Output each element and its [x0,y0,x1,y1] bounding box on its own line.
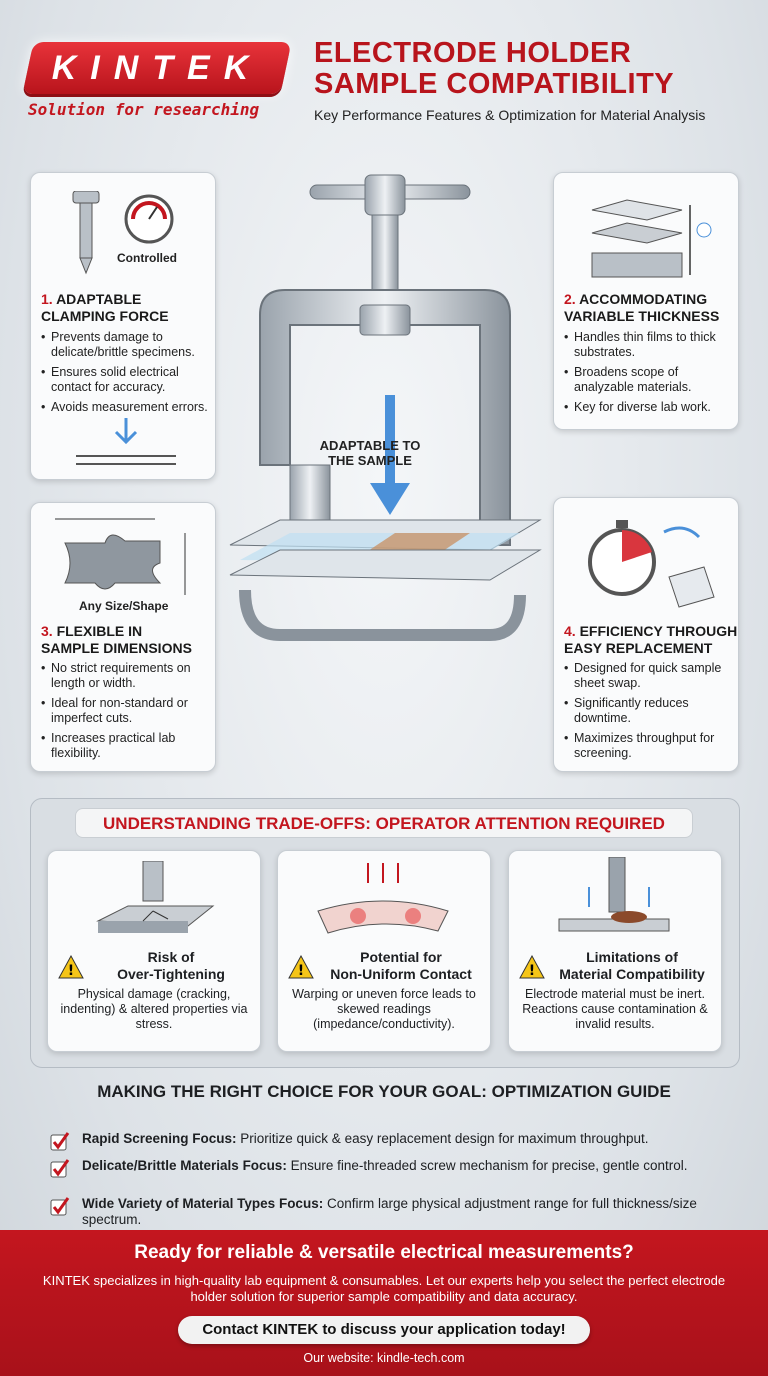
screw-icon [72,191,100,275]
website-line: Our website: kindle-tech.com [303,1351,465,1365]
layers-icon [591,199,712,278]
gauge-icon [124,194,174,244]
shape-dimension-icon [55,518,186,595]
checkbox-icon [50,1197,70,1216]
guide-item: Delicate/Brittle Materials Focus: Ensure… [50,1158,740,1178]
press-arrow-icon [76,418,176,465]
footer-body: KINTEK specializes in high-quality lab e… [42,1273,726,1304]
footer-banner [0,1230,768,1376]
icon-label: Controlled [117,251,177,265]
warped-sheet-icon [317,863,449,934]
feature-bullets: No strict requirements on length or widt… [41,656,213,761]
icon-label: Any Size/Shape [79,599,169,613]
guide-item: Wide Variety of Material Types Focus: Co… [50,1196,740,1228]
guide-title: MAKING THE RIGHT CHOICE FOR YOUR GOAL: O… [97,1082,671,1101]
tagline: Solution for researching [28,100,260,119]
tradeoffs-title: UNDERSTANDING TRADE-OFFS: OPERATOR ATTEN… [75,808,693,838]
cracked-surface-icon [96,861,215,933]
footer-headline: Ready for reliable & versatile electrica… [134,1242,634,1263]
warning-icon: ! [288,955,314,979]
svg-text:!: ! [298,963,304,979]
checkbox-icon [50,1132,70,1151]
electrode-holder-illustration [229,174,542,641]
kintek-logo: KINTEK [22,42,292,94]
feature-bullets: Designed for quick sample sheet swap.Sig… [564,656,736,761]
feature-bullets: Prevents damage to delicate/brittle spec… [41,325,211,415]
stopwatch-icon [588,520,715,608]
guide-item: Rapid Screening Focus: Prioritize quick … [50,1131,740,1151]
page-subtitle: Key Performance Features & Optimization … [314,107,706,123]
corrosion-icon [558,857,670,932]
checkbox-icon [50,1159,70,1178]
svg-text:!: ! [529,963,535,979]
feature-bullets: Handles thin films to thick substrates.B… [564,325,734,415]
warning-icon: ! [519,955,545,979]
svg-text:!: ! [68,963,74,979]
warning-icon: ! [58,955,84,979]
contact-button[interactable]: Contact KINTEK to discuss your applicati… [178,1316,590,1344]
website-link[interactable]: kindle-tech.com [377,1351,465,1365]
